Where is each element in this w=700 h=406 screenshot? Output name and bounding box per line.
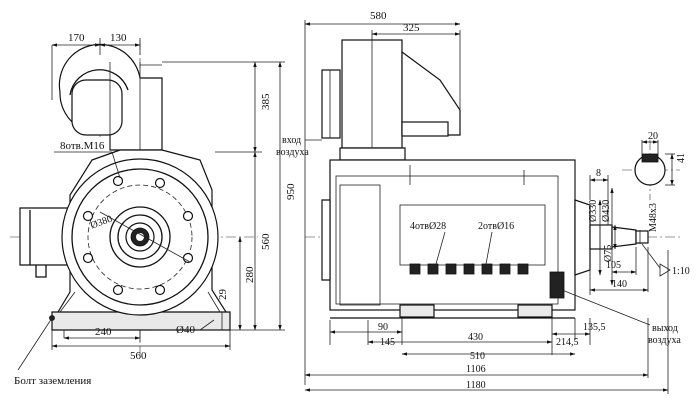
taper-label: 1:10 bbox=[672, 266, 690, 277]
side-view: 580 325 вход воздуха 4отвØ28 2отвØ16 8 Ø… bbox=[276, 10, 690, 394]
dim-170: 170 bbox=[68, 32, 85, 44]
key-section bbox=[622, 140, 680, 200]
dim-280: 280 bbox=[244, 266, 256, 283]
dim-1106: 1106 bbox=[466, 364, 486, 375]
bottom-dimensions bbox=[51, 319, 231, 350]
dim-8: 8 bbox=[596, 168, 601, 179]
dim-950: 950 bbox=[285, 183, 297, 200]
air-outlet-line2: воздуха bbox=[648, 335, 681, 346]
side-bottom-dims bbox=[304, 250, 669, 394]
dim-d40: Ø40 bbox=[176, 324, 195, 336]
dim-430: 430 bbox=[468, 332, 483, 343]
fan-unit bbox=[321, 39, 461, 161]
dim-580: 580 bbox=[370, 10, 387, 22]
dim-240: 240 bbox=[95, 326, 112, 338]
dim-325: 325 bbox=[403, 22, 420, 34]
dim-1180: 1180 bbox=[466, 380, 486, 391]
shaft-dims bbox=[589, 175, 649, 295]
air-outlet-leader bbox=[561, 289, 651, 326]
motor-body bbox=[321, 159, 576, 311]
dim-105: 105 bbox=[606, 260, 621, 271]
dim-135-5: 135,5 bbox=[583, 322, 606, 333]
holes-d28-label: 4отвØ28 bbox=[410, 221, 446, 232]
dim-385: 385 bbox=[260, 93, 272, 110]
dim-90: 90 bbox=[378, 322, 388, 333]
fan-housing bbox=[58, 43, 163, 151]
dim-145: 145 bbox=[380, 337, 395, 348]
dim-140: 140 bbox=[612, 279, 627, 290]
dim-510: 510 bbox=[470, 351, 485, 362]
dim-130: 130 bbox=[110, 32, 127, 44]
end-shield bbox=[61, 158, 219, 316]
side-top-dims bbox=[304, 20, 461, 385]
dim-41: 41 bbox=[676, 153, 687, 163]
holes-d16-label: 2отвØ16 bbox=[478, 221, 514, 232]
dim-d75: Ø75 bbox=[603, 245, 614, 262]
dim-214-5: 214,5 bbox=[556, 337, 579, 348]
dim-560-vertical: 560 bbox=[260, 233, 272, 250]
front-view: 8отв.М16 Ø380 170 130 385 950 560 280 2 bbox=[10, 32, 297, 387]
dim-d430: Ø430 bbox=[601, 200, 612, 222]
dim-29: 29 bbox=[217, 289, 229, 301]
right-dimensions bbox=[162, 61, 285, 331]
motor-feet bbox=[330, 304, 575, 319]
air-inlet-line1: вход bbox=[282, 135, 301, 146]
air-outlet-line1: выход bbox=[652, 323, 678, 334]
dim-m48: М48х3 bbox=[648, 203, 659, 232]
dim-560-horizontal: 560 bbox=[130, 350, 147, 362]
holes-label: 8отв.М16 bbox=[60, 140, 105, 152]
ground-bolt-label: Болт заземления bbox=[14, 375, 91, 387]
holes-leader bbox=[111, 151, 121, 179]
dim-20: 20 bbox=[648, 131, 658, 142]
air-inlet-line2: воздуха bbox=[276, 147, 309, 158]
ground-bolt-leader bbox=[17, 317, 53, 371]
dim-d330: Ø330 bbox=[588, 200, 599, 222]
top-dimensions bbox=[51, 38, 141, 100]
